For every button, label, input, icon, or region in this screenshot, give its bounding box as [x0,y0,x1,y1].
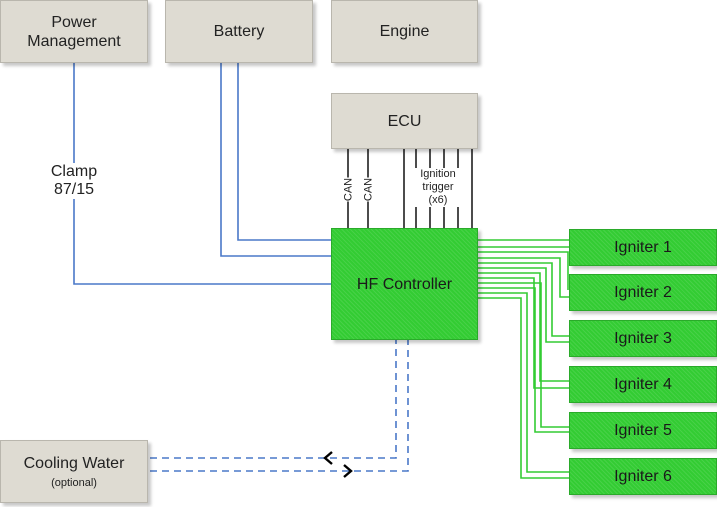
igniter-4-label: Igniter 4 [614,376,672,393]
igniter-3-wire-a [478,262,570,337]
power-management-label: Power Management [27,13,121,50]
cooling-water-label: Cooling Water [23,454,125,472]
igniter-4-wire-a [478,272,570,382]
igniter-6-wire-a [478,292,570,473]
battery-label: Battery [213,23,265,40]
igniter-4-box: Igniter 4 [569,366,717,403]
ecu-box: ECU [331,93,478,149]
igniter-1-label: Igniter 1 [614,239,672,256]
battery-wire-2 [237,63,332,241]
cooling-water-note: (optional) [51,476,97,489]
igniter-3-box: Igniter 3 [569,320,717,357]
igniter-1-box: Igniter 1 [569,229,717,266]
arrow-left-icon [323,451,333,465]
igniter-2-wire-a [478,251,569,290]
igniter-2-wire-b [478,257,570,298]
battery-wire-1 [220,63,332,257]
power-management-box: Power Management [0,0,148,63]
engine-box: Engine [331,0,478,63]
igniter-6-box: Igniter 6 [569,458,717,495]
engine-label: Engine [379,23,430,40]
igniter-6-label: Igniter 6 [614,468,672,485]
igniter-3-wire-b [478,267,570,343]
cooling-water-box: Cooling Water (optional) [0,440,148,503]
can-label-2: CAN [362,177,376,202]
igniter-6-wire-b [478,297,570,479]
igniter-2-box: Igniter 2 [569,274,717,311]
ecu-label: ECU [387,112,422,130]
igniter-5-box: Igniter 5 [569,412,717,449]
igniter-5-wire-b [478,287,570,433]
battery-box: Battery [165,0,313,63]
hf-controller-box: HF Controller [331,228,478,340]
arrow-right-icon [343,464,353,478]
can-label-1: CAN [342,177,356,202]
hf-controller-label: HF Controller [356,275,453,293]
clamp-label: Clamp 87/15 [42,163,106,199]
igniter-4-wire-b [478,277,570,389]
cooling-pipe-return [150,340,397,459]
igniter-5-label: Igniter 5 [614,422,672,439]
igniter-3-label: Igniter 3 [614,330,672,347]
igniter-2-label: Igniter 2 [614,284,672,301]
igniter-5-wire-a [478,282,570,428]
cooling-pipe-supply [150,340,409,472]
clamp-wire [73,63,332,285]
ignition-trigger-label: Ignition trigger (x6) [410,168,466,207]
